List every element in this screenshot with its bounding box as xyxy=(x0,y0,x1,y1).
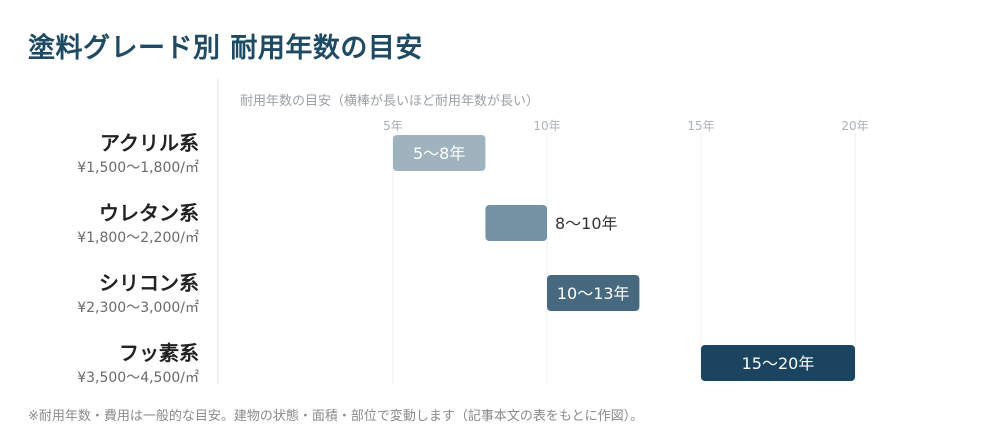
category-price: ¥3,500〜4,500/㎡ xyxy=(77,370,199,386)
category-name: フッ素系 xyxy=(119,341,199,365)
bar xyxy=(547,275,640,311)
bar-label: 5〜8年 xyxy=(413,144,465,163)
x-tick-label: 20年 xyxy=(841,119,868,133)
x-tick-label: 15年 xyxy=(687,119,714,133)
category-price: ¥1,800〜2,200/㎡ xyxy=(77,230,199,246)
x-tick-label: 10年 xyxy=(533,119,560,133)
bar-label: 10〜13年 xyxy=(557,284,630,303)
category-name: シリコン系 xyxy=(99,271,199,295)
bar xyxy=(393,135,486,171)
category-name: ウレタン系 xyxy=(99,201,199,225)
bar-label: 8〜10年 xyxy=(555,214,618,233)
bar xyxy=(701,345,855,381)
category-name: アクリル系 xyxy=(100,131,199,155)
bar xyxy=(485,205,547,241)
bar-label: 15〜20年 xyxy=(742,354,815,373)
category-price: ¥2,300〜3,000/㎡ xyxy=(77,300,199,316)
x-tick-label: 5年 xyxy=(383,119,403,133)
category-price: ¥1,500〜1,800/㎡ xyxy=(77,160,199,176)
chart-title: 塗料グレード別 耐用年数の目安 xyxy=(28,33,423,64)
x-axis-title: 耐用年数の目安（横棒が長いほど耐用年数が長い） xyxy=(240,94,539,109)
footnote: ※耐用年数・費用は一般的な目安。建物の状態・面積・部位で変動します（記事本文の表… xyxy=(28,409,644,424)
